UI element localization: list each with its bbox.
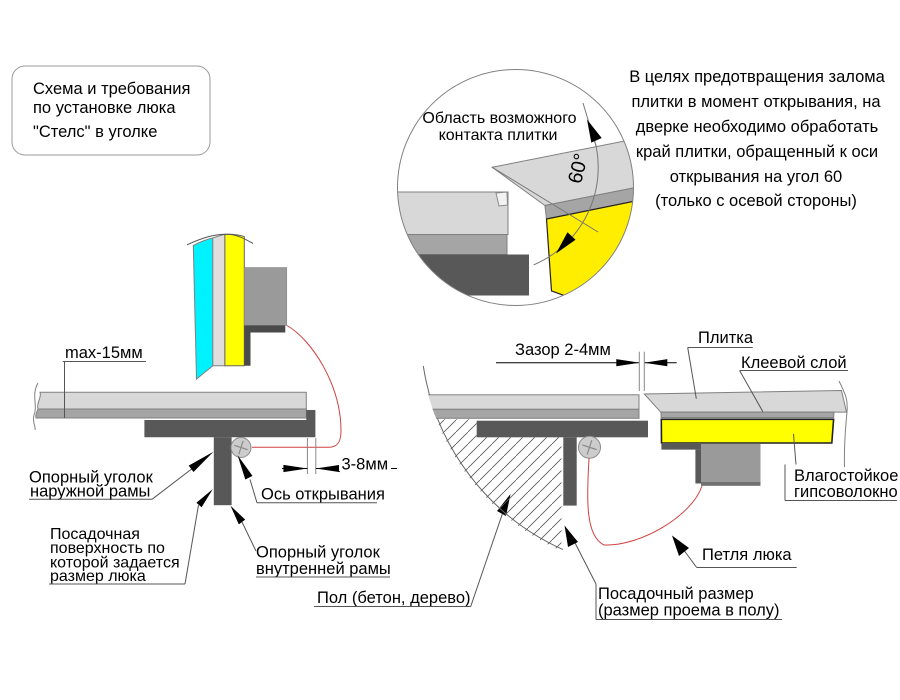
svg-text:Зазор 2-4мм: Зазор 2-4мм [515,341,611,359]
svg-text:плитки в момент открывания, на: плитки в момент открывания, на [631,93,881,111]
svg-text:3-8мм: 3-8мм [342,456,389,474]
svg-text:Область возможного: Область возможного [422,110,576,127]
svg-text:Посадочная: Посадочная [50,526,140,543]
svg-text:Посадочный размер: Посадочный размер [598,585,754,603]
svg-text:которой задается: которой задается [50,554,180,571]
svg-text:Плитка: Плитка [698,329,754,347]
svg-text:Клеевой слой: Клеевой слой [741,354,847,372]
svg-text:внутренней рамы: внутренней рамы [256,560,391,578]
svg-text:max-15мм: max-15мм [65,344,143,362]
svg-text:край плитки, обращенный к оси: край плитки, обращенный к оси [636,143,878,161]
svg-text:Ось открывания: Ось открывания [261,486,385,504]
svg-text:открывания на угол 60: открывания на угол 60 [670,168,842,186]
svg-text:Влагостойкое: Влагостойкое [794,467,898,485]
svg-text:Петля люка: Петля люка [702,546,792,564]
svg-text:гипсоволокно: гипсоволокно [794,483,898,501]
svg-text:(размер проема в полу): (размер проема в полу) [598,602,780,620]
svg-text:В целях предотвращения залома: В целях предотвращения залома [629,68,885,86]
svg-text:контакта плитки: контакта плитки [439,127,558,144]
svg-text:по установке люка: по установке люка [33,99,176,117]
svg-text:"Стелс" в уголке: "Стелс" в уголке [33,123,157,141]
svg-text:Схема и требования: Схема и требования [33,80,190,98]
svg-text:Опорный уголок: Опорный уголок [256,544,381,562]
svg-text:(только с осевой стороны): (только с осевой стороны) [655,192,857,210]
svg-text:наружной рамы: наружной рамы [30,483,150,501]
svg-text:поверхность по: поверхность по [50,540,165,557]
svg-text:размер люка: размер люка [50,568,146,585]
svg-text:Пол (бетон, дерево): Пол (бетон, дерево) [317,589,471,607]
svg-text:дверке необходимо обработать: дверке необходимо обработать [636,118,879,136]
svg-text:Опорный уголок: Опорный уголок [29,469,154,487]
